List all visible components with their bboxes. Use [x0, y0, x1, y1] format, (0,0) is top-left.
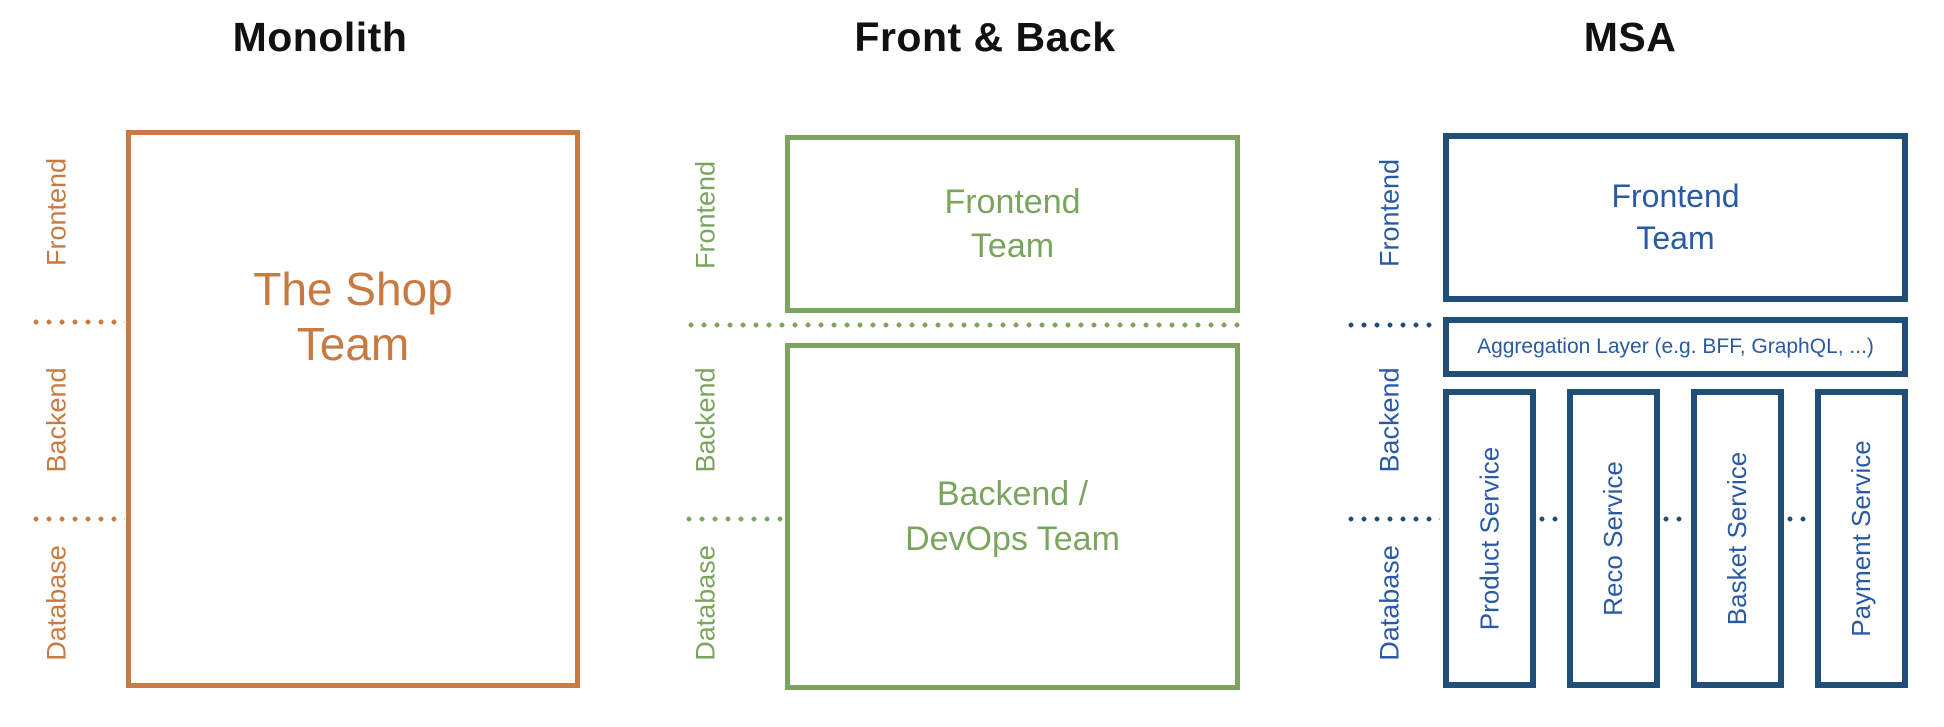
panel-title-front-back: Front & Back [854, 14, 1116, 60]
frontend-team-label-line2: Team [970, 227, 1055, 265]
aggregation-layer-box: Aggregation Layer (e.g. BFF, GraphQL, ..… [1443, 317, 1908, 377]
dotted-separator-frontend-backend [688, 322, 1240, 328]
dotted-separator-gap-2 [1663, 516, 1689, 522]
monolith-team-label-line1: The Shop [253, 263, 453, 315]
panel-title-msa: MSA [1583, 14, 1677, 60]
frontend-team-box: Frontend Team [785, 135, 1240, 313]
backend-devops-team-label: Backend / DevOps Team [905, 472, 1120, 560]
dotted-separator-gap-1 [1539, 516, 1565, 522]
side-label-frontend: Frontend [690, 160, 721, 270]
msa-frontend-team-label: Frontend Team [1611, 176, 1739, 259]
side-label-backend: Backend [690, 367, 721, 473]
service-label-basket: Basket Service [1722, 451, 1752, 626]
backend-devops-team-box: Backend / DevOps Team [785, 343, 1240, 690]
service-box-basket: Basket Service [1691, 389, 1784, 688]
backend-devops-team-label-line2: DevOps Team [905, 519, 1120, 558]
dotted-separator-gap-3 [1787, 516, 1813, 522]
frontend-team-label: Frontend Team [944, 180, 1080, 268]
monolith-box [126, 130, 580, 688]
service-label-payment: Payment Service [1846, 440, 1876, 637]
side-label-backend: Backend [41, 367, 72, 473]
frontend-team-label-line1: Frontend [944, 182, 1081, 221]
dotted-separator-backend-database [33, 516, 125, 522]
service-box-payment: Payment Service [1815, 389, 1908, 688]
side-label-frontend: Frontend [1374, 158, 1405, 268]
dotted-separator-frontend-backend [33, 319, 125, 325]
monolith-team-label-line2: Team [296, 318, 410, 371]
side-label-frontend: Frontend [41, 157, 72, 267]
side-label-backend: Backend [1374, 367, 1405, 473]
dotted-separator-frontend-aggregation [1348, 322, 1438, 328]
panel-title-monolith: Monolith [232, 14, 408, 60]
side-label-database: Database [41, 545, 72, 661]
side-label-database: Database [690, 545, 721, 661]
msa-frontend-team-label-line1: Frontend [1611, 177, 1740, 214]
service-box-product: Product Service [1443, 389, 1536, 688]
backend-devops-team-label-line1: Backend / [936, 475, 1089, 514]
service-label-product: Product Service [1474, 446, 1504, 631]
msa-frontend-team-label-line2: Team [1636, 219, 1715, 256]
service-label-reco: Reco Service [1598, 461, 1628, 616]
dotted-separator-backend-database [686, 516, 783, 522]
msa-frontend-team-box: Frontend Team [1443, 133, 1908, 302]
service-box-reco: Reco Service [1567, 389, 1660, 688]
monolith-team-label: The Shop Team [126, 262, 580, 372]
side-label-database: Database [1374, 545, 1405, 661]
dotted-separator-backend-database [1348, 516, 1440, 522]
aggregation-layer-label: Aggregation Layer (e.g. BFF, GraphQL, ..… [1477, 335, 1874, 358]
